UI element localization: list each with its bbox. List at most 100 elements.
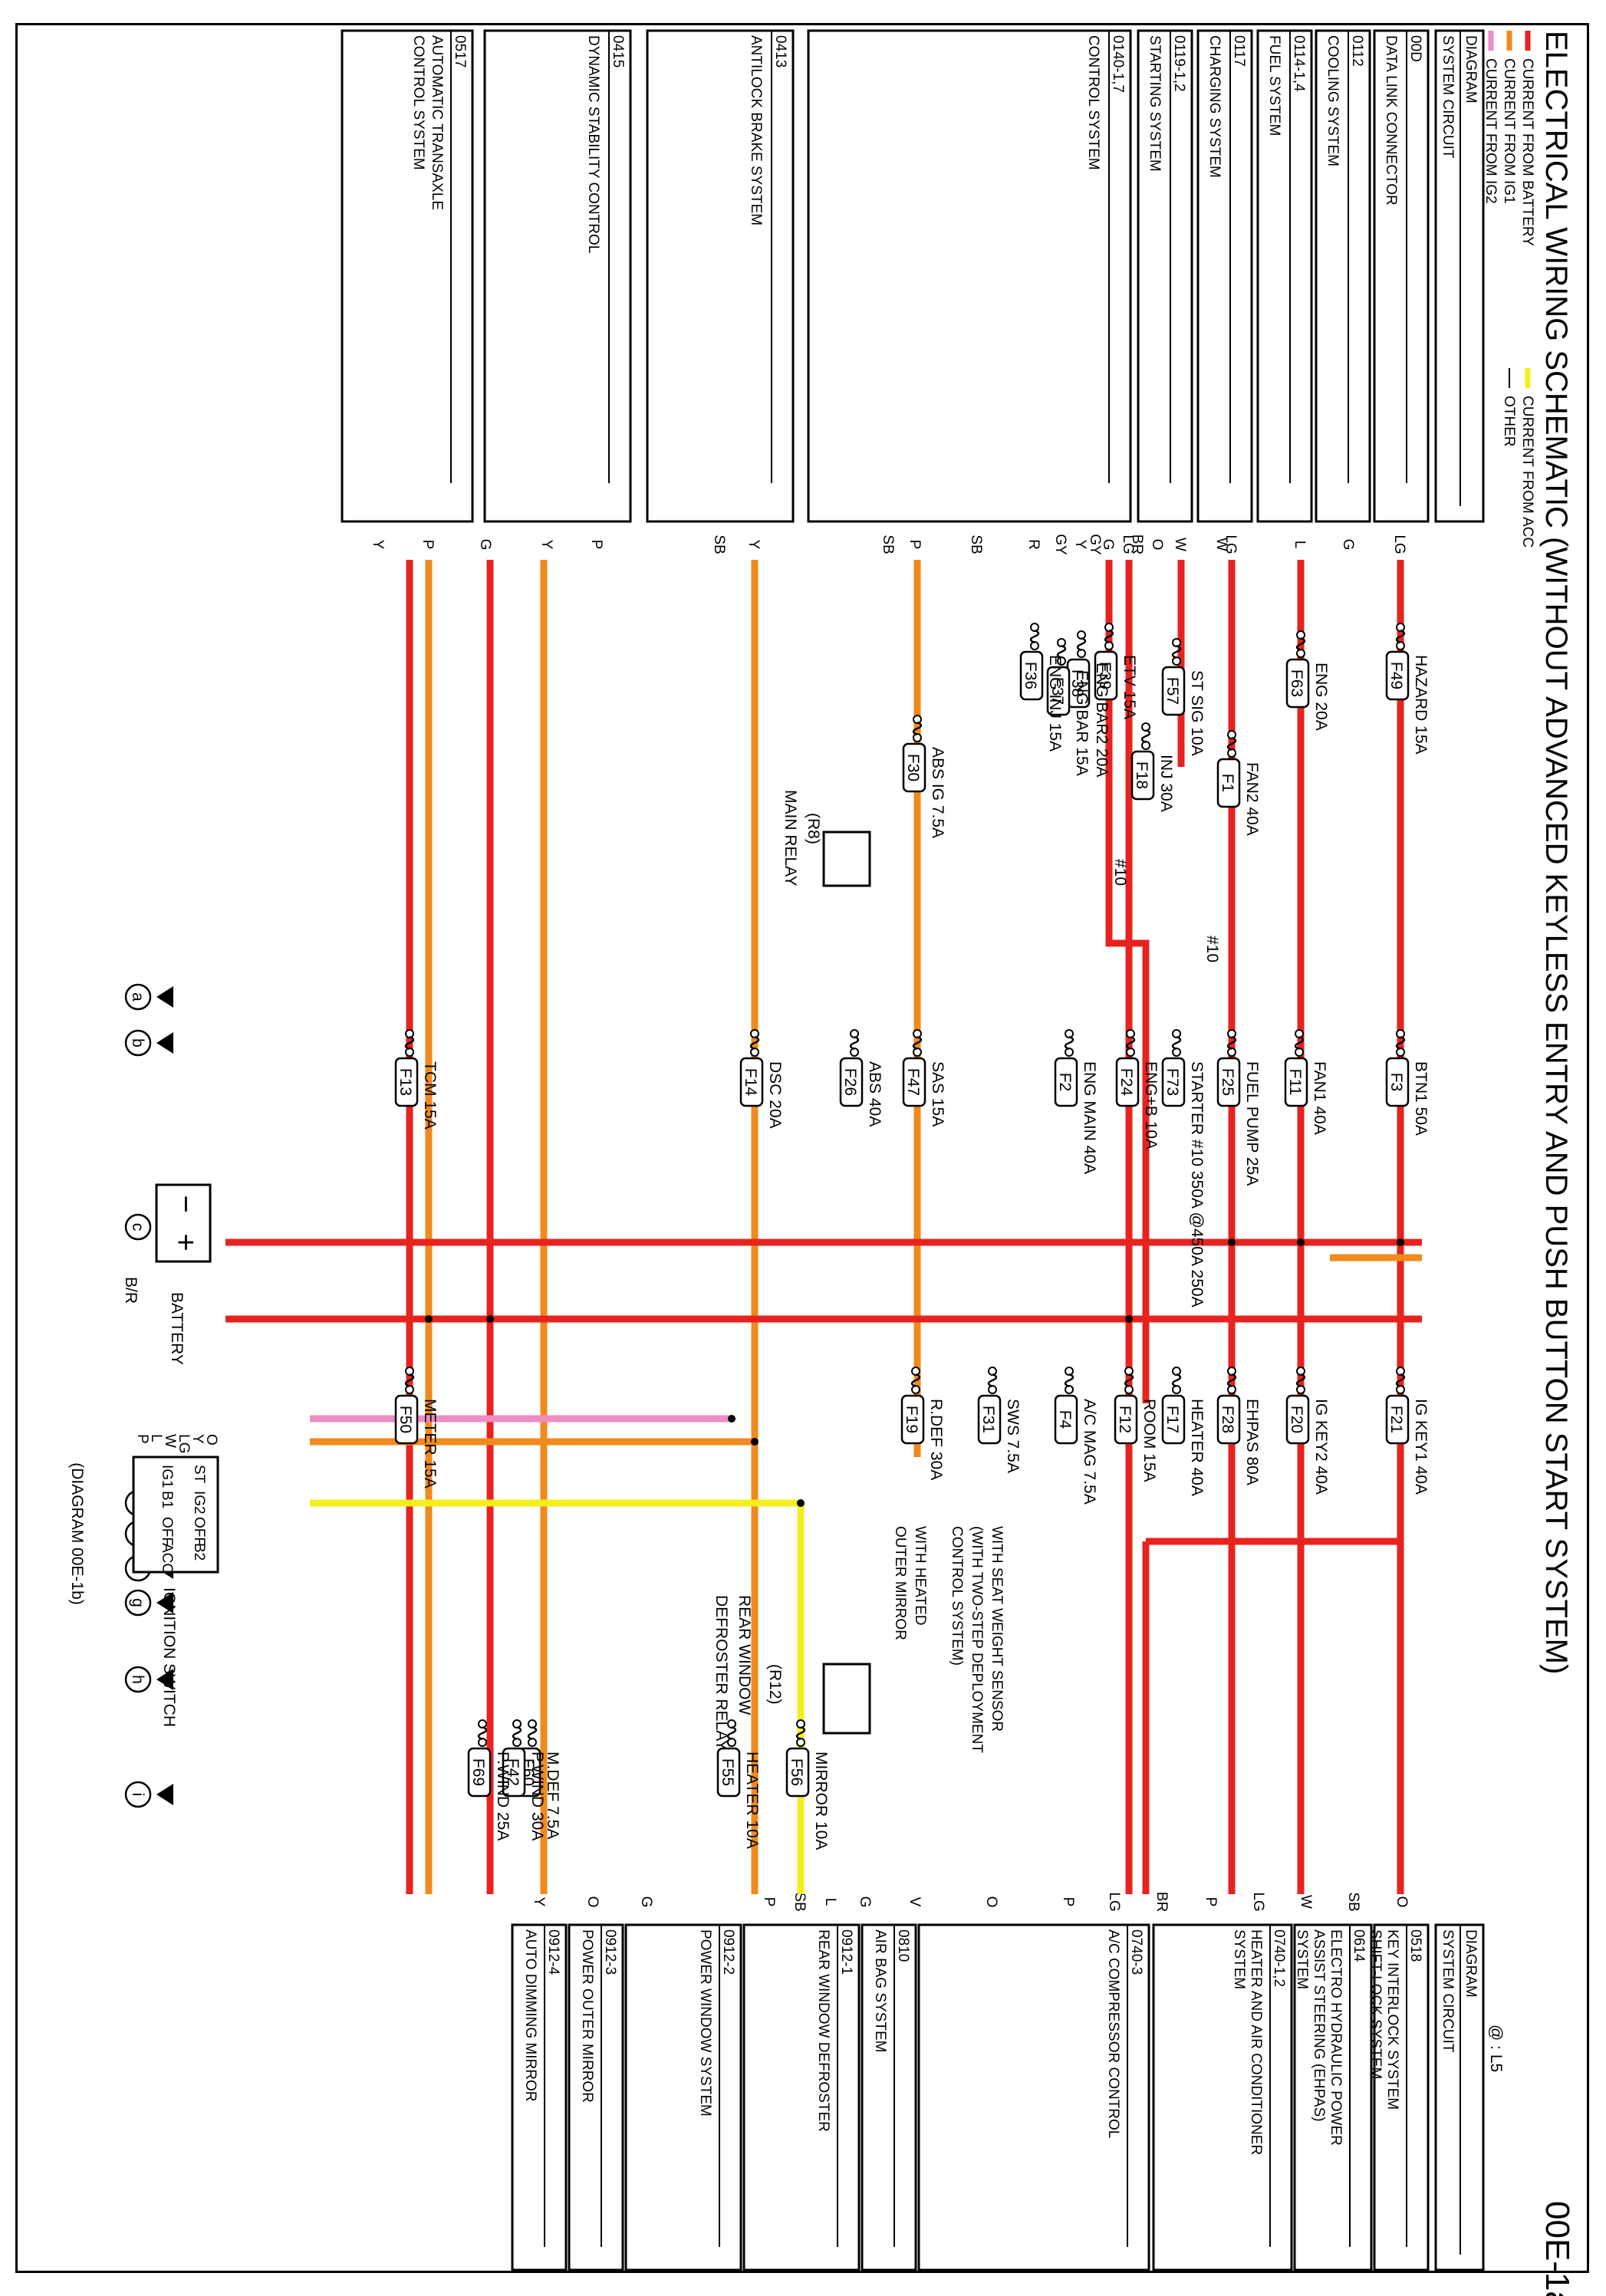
fuse-terminal xyxy=(911,1367,920,1376)
fuse-id-box xyxy=(502,1747,526,1798)
fuse-terminal xyxy=(1172,1048,1181,1057)
fuse-terminal xyxy=(1077,630,1086,640)
main-relay-label: MAIN RELAY xyxy=(782,790,799,886)
row-system-name: CONTROL SYSTEM xyxy=(1085,35,1101,170)
fuse-id-box xyxy=(1385,1057,1410,1107)
connector-h xyxy=(124,1666,152,1693)
fuse-element xyxy=(1226,1373,1237,1388)
fuse-label: SWS 7.5A xyxy=(1004,1399,1022,1473)
fuse-id: F19 xyxy=(903,1406,920,1433)
ignition-terminal: B1 xyxy=(159,1491,175,1508)
fuse-id-box xyxy=(785,1747,810,1798)
fuse-element xyxy=(912,1035,923,1051)
fuse-terminal xyxy=(850,1048,859,1057)
wire-code-right: SB xyxy=(791,1892,808,1911)
fuse-terminal xyxy=(528,1738,537,1747)
fuse-id: F2 xyxy=(1056,1073,1074,1092)
fuse-F39 xyxy=(1104,623,1114,650)
fuse-id: F3 xyxy=(1387,1073,1405,1092)
wire-code-left: W xyxy=(1172,538,1188,551)
fuse-F69 xyxy=(477,1719,488,1747)
battery xyxy=(155,1183,212,1263)
fuse-terminal xyxy=(1172,638,1181,647)
fuse-label: ENG BAR2 20A xyxy=(1093,663,1111,777)
fuse-id: F47 xyxy=(904,1068,922,1096)
row-system-name: AUTOMATIC TRANSAXLE xyxy=(429,35,445,210)
fuse-terminal xyxy=(1396,1029,1405,1038)
fuse-F28 xyxy=(1226,1367,1237,1394)
header-system: SYSTEM CIRCUIT xyxy=(1440,35,1456,159)
wire-code-right: G xyxy=(857,1896,873,1908)
fuse-id: F24 xyxy=(1117,1068,1135,1097)
fuse-F50 xyxy=(404,1367,415,1394)
fuse-terminal xyxy=(796,1738,805,1747)
wire-code-left: G xyxy=(1100,539,1116,551)
ignition-switch-label: IGNITION SWITCH xyxy=(160,1587,178,1727)
fuse-element xyxy=(1171,644,1182,660)
row-diagram-id: 00D xyxy=(1407,35,1423,62)
heated-mirror-note: OUTER MIRROR xyxy=(892,1526,908,1640)
fuse-id-box xyxy=(1094,650,1118,701)
fuse-terminal xyxy=(512,1719,522,1729)
wire-code-right: O xyxy=(584,1896,601,1908)
fuse-id-box xyxy=(1285,658,1310,709)
ignition-wire-code: P xyxy=(134,1434,150,1444)
fuse-id: F42 xyxy=(504,1758,522,1786)
row-system-name: REAR WINDOW DEFROSTER xyxy=(815,1929,831,2132)
fuse-terminal xyxy=(405,1367,414,1376)
fuse-terminal xyxy=(1126,1048,1135,1057)
battery-minus: − xyxy=(169,1195,202,1212)
connector-label: h xyxy=(129,1675,146,1684)
row-diagram-id: 0117 xyxy=(1231,35,1247,67)
fuse-F18 xyxy=(1140,722,1151,750)
row-system-name: POWER WINDOW SYSTEM xyxy=(697,1929,713,2117)
junction-dot xyxy=(728,1415,736,1423)
wire-code-right: Y xyxy=(531,1897,547,1907)
fuse-terminal xyxy=(1065,1367,1074,1376)
fuse-label: ENG+B 10A xyxy=(1142,1061,1160,1150)
fuse-F55 xyxy=(726,1719,737,1747)
ignition-terminal: IG2 xyxy=(191,1491,207,1515)
fuse-terminal xyxy=(1172,656,1181,666)
fuse-F26 xyxy=(849,1029,860,1057)
fuse-id-box xyxy=(1161,1057,1186,1107)
fuse-id-box xyxy=(1046,666,1071,716)
fuse-id: F50 xyxy=(397,1406,414,1433)
row-diagram-id: 0119-1,2 xyxy=(1171,35,1187,92)
fuse-terminal xyxy=(1141,741,1150,750)
fuse-id-box xyxy=(1284,1057,1308,1107)
fuse-element xyxy=(795,1725,806,1741)
junction-dot xyxy=(797,1499,805,1507)
fuse-label: HEATER 10A xyxy=(743,1752,761,1849)
system-row-0740-1,2 xyxy=(1152,1923,1293,2271)
wire-code-right: BR xyxy=(1153,1892,1170,1912)
fuse-terminal xyxy=(1396,1385,1405,1394)
fuse-terminal xyxy=(528,1719,537,1729)
row-diagram-id: 0415 xyxy=(610,35,626,67)
row-system-name: AIR BAG SYSTEM xyxy=(872,1929,888,2052)
system-row-0912-1 xyxy=(742,1923,861,2271)
fuse-id-box xyxy=(1216,1057,1241,1107)
fuse-element xyxy=(1226,736,1237,752)
system-row-0114-1,4 xyxy=(1256,29,1313,523)
ignition-wire-code: L xyxy=(148,1434,164,1442)
fuse-id: F20 xyxy=(1288,1406,1305,1433)
fuse-F36 xyxy=(1029,623,1040,650)
fuse-element xyxy=(1226,1035,1237,1051)
fuse-id: F49 xyxy=(1387,662,1405,689)
fuse-label: ETV 15A xyxy=(1121,655,1138,719)
wire-code-right: O xyxy=(983,1896,999,1908)
fuse-element xyxy=(527,1725,538,1741)
fuse-F11 xyxy=(1294,1029,1305,1057)
legend-label: CURRENT FROM IG1 xyxy=(1501,58,1517,204)
fuse-id-box xyxy=(1161,1394,1186,1445)
system-row-0119-1,2 xyxy=(1137,29,1193,523)
fuse-F24 xyxy=(1125,1029,1136,1057)
fuse-id-box xyxy=(1054,1394,1078,1445)
row-system-name: A/C COMPRESSOR CONTROL xyxy=(1105,1929,1121,2138)
fuse-label: A/C MAG 7.5A xyxy=(1081,1399,1098,1505)
fuse-element xyxy=(1395,1373,1406,1388)
fuse-element xyxy=(1171,1373,1182,1388)
connector-arrow-g xyxy=(156,1592,173,1613)
fuse-id: F14 xyxy=(742,1068,759,1097)
